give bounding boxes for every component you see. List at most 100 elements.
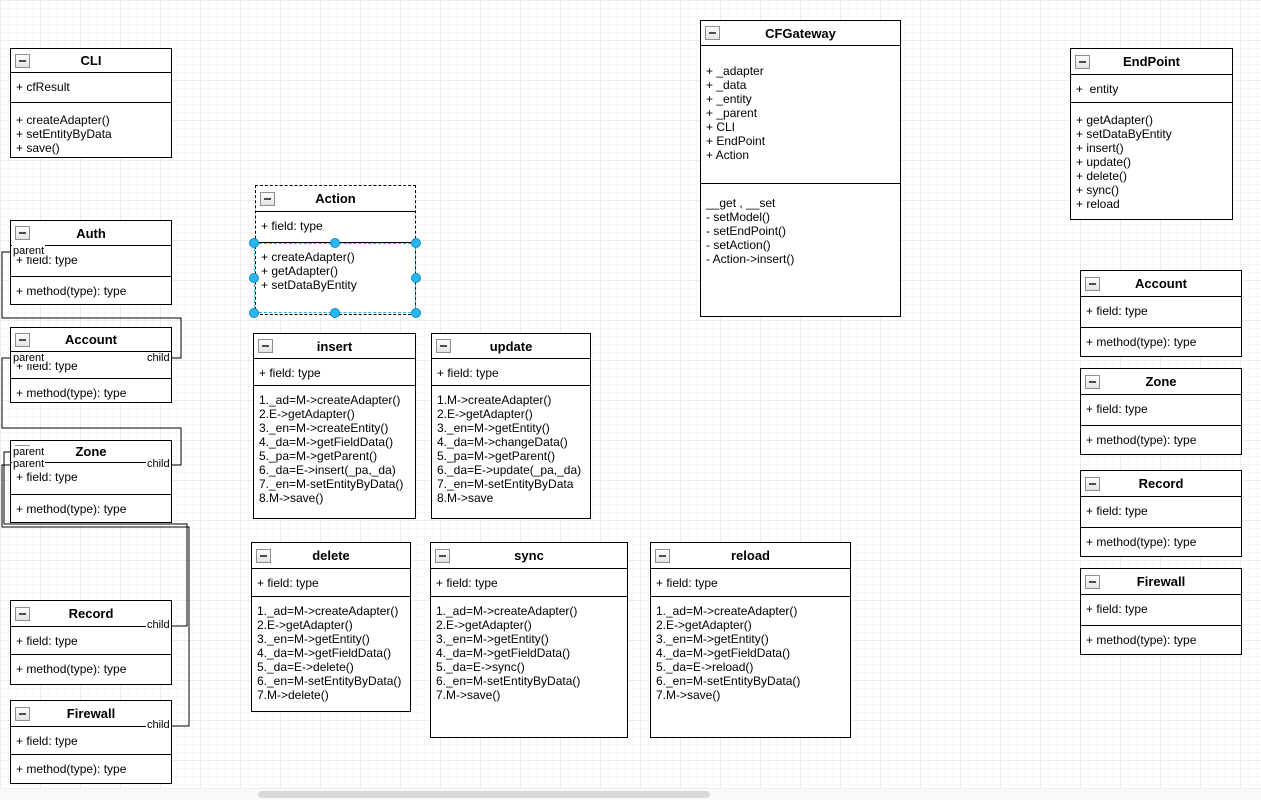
uml-methods-section[interactable]: 1._ad=M->createAdapter()2.E->getAdapter(… [252, 597, 410, 711]
uml-fields-section[interactable]: + field: type [11, 727, 171, 755]
uml-methods-section[interactable]: + createAdapter()+ getAdapter()+ setData… [256, 243, 415, 314]
uml-class-cli[interactable]: CLI+ cfResult+ createAdapter()+ setEntit… [10, 48, 172, 158]
collapse-icon[interactable] [1085, 374, 1100, 389]
collapse-icon[interactable] [655, 548, 670, 563]
uml-fields-section[interactable]: + field: type [432, 359, 590, 386]
uml-fields-section[interactable]: + field: type [1081, 395, 1241, 426]
uml-class-account-right[interactable]: Account+ field: type+ method(type): type [1080, 270, 1242, 357]
uml-class-zone-right[interactable]: Zone+ field: type+ method(type): type [1080, 368, 1242, 455]
edge-label-child[interactable]: child [146, 458, 171, 470]
uml-class-title-bar[interactable]: sync [431, 543, 627, 569]
uml-class-title-bar[interactable]: Account [1081, 271, 1241, 297]
collapse-icon[interactable] [258, 339, 273, 353]
collapse-icon[interactable] [15, 332, 30, 347]
uml-class-title-bar[interactable]: Record [1081, 471, 1241, 497]
uml-class-record-right[interactable]: Record+ field: type+ method(type): type [1080, 470, 1242, 557]
collapse-icon[interactable] [436, 339, 451, 353]
uml-methods-section[interactable]: 1._ad=M->createAdapter()2.E->getAdapter(… [431, 597, 627, 737]
uml-fields-section[interactable]: + entity [1071, 75, 1232, 103]
uml-methods-section[interactable]: + method(type): type [1081, 528, 1241, 556]
uml-class-record-left[interactable]: Record+ field: type+ method(type): type [10, 600, 172, 685]
uml-class-title-bar[interactable]: CLI [11, 49, 171, 73]
uml-class-title-bar[interactable]: Auth [11, 221, 171, 246]
uml-class-action[interactable]: Action+ field: type+ createAdapter()+ ge… [255, 185, 416, 315]
uml-fields-section[interactable]: + field: type [252, 569, 410, 597]
uml-class-title-bar[interactable]: update [432, 334, 590, 359]
selection-handle[interactable] [411, 238, 421, 248]
uml-class-title-bar[interactable]: Firewall [11, 701, 171, 727]
uml-fields-section[interactable]: + field: type [11, 463, 171, 495]
edge-label-parent[interactable]: parent [12, 446, 46, 458]
uml-class-firewall-left[interactable]: Firewall+ field: type+ method(type): typ… [10, 700, 172, 784]
collapse-icon[interactable] [705, 26, 720, 40]
uml-methods-section[interactable]: 1._ad=M->createAdapter()2.E->getAdapter(… [651, 597, 850, 737]
uml-methods-section[interactable]: + method(type): type [11, 655, 171, 684]
uml-methods-section[interactable]: + method(type): type [1081, 626, 1241, 654]
uml-fields-section[interactable]: + field: type [1081, 297, 1241, 328]
collapse-icon[interactable] [1085, 574, 1100, 589]
uml-fields-section[interactable]: + field: type [431, 569, 627, 597]
collapse-icon[interactable] [435, 548, 450, 563]
selection-outline[interactable] [254, 243, 416, 313]
uml-class-title-bar[interactable]: Account [11, 328, 171, 352]
uml-edge[interactable] [1, 251, 182, 359]
uml-class-endpoint[interactable]: EndPoint+ entity+ getAdapter()+ setDataB… [1070, 48, 1233, 220]
horizontal-scrollbar[interactable] [0, 788, 1261, 800]
uml-methods-section[interactable]: + method(type): type [11, 755, 171, 783]
selection-handle[interactable] [330, 238, 340, 248]
selection-handle[interactable] [411, 273, 421, 283]
uml-fields-section[interactable]: + field: type [651, 569, 850, 597]
uml-methods-section[interactable]: __get , __set- setModel()- setEndPoint()… [701, 184, 900, 316]
selection-handle[interactable] [411, 308, 421, 318]
collapse-icon[interactable] [15, 706, 30, 721]
uml-methods-section[interactable]: + getAdapter()+ setDataByEntity+ insert(… [1071, 103, 1232, 219]
uml-class-firewall-right[interactable]: Firewall+ field: type+ method(type): typ… [1080, 568, 1242, 655]
uml-class-title-bar[interactable]: insert [254, 334, 415, 359]
collapse-icon[interactable] [256, 548, 271, 563]
collapse-icon[interactable] [15, 606, 30, 621]
uml-methods-section[interactable]: + method(type): type [11, 495, 171, 522]
uml-fields-section[interactable]: + field: type [1081, 595, 1241, 626]
selection-handle[interactable] [330, 308, 340, 318]
collapse-icon[interactable] [260, 191, 275, 206]
uml-edge[interactable] [1, 464, 190, 727]
uml-class-cfgateway[interactable]: CFGateway+ _adapter+ _data+ _entity+ _pa… [700, 20, 901, 317]
uml-edge[interactable] [3, 451, 188, 627]
collapse-icon[interactable] [1085, 276, 1100, 291]
selection-handle[interactable] [249, 238, 259, 248]
uml-class-title-bar[interactable]: Zone [1081, 369, 1241, 395]
uml-methods-section[interactable]: + createAdapter()+ setEntityByData+ save… [11, 103, 171, 157]
edge-label-child[interactable]: child [146, 719, 171, 731]
uml-fields-section[interactable]: + field: type [1081, 497, 1241, 528]
uml-fields-section[interactable]: + field: type [254, 359, 415, 386]
uml-methods-section[interactable]: + method(type): type [11, 277, 171, 304]
edge-label-child[interactable]: child [146, 619, 171, 631]
collapse-icon[interactable] [1075, 54, 1090, 69]
uml-class-account-left[interactable]: Account+ field: type+ method(type): type [10, 327, 172, 403]
selection-handle[interactable] [249, 273, 259, 283]
uml-edge[interactable] [1, 357, 182, 466]
uml-class-title-bar[interactable]: CFGateway [701, 21, 900, 46]
collapse-icon[interactable] [1085, 476, 1100, 491]
edge-label-child[interactable]: child [146, 352, 171, 364]
uml-class-title-bar[interactable]: reload [651, 543, 850, 569]
edge-label-parent[interactable]: parent [12, 352, 46, 364]
uml-methods-section[interactable]: + method(type): type [1081, 426, 1241, 454]
uml-methods-section[interactable]: + method(type): type [11, 379, 171, 402]
collapse-icon[interactable] [15, 53, 30, 68]
uml-class-title-bar[interactable]: Record [11, 601, 171, 627]
edge-label-parent[interactable]: parent [12, 458, 46, 470]
uml-methods-section[interactable]: + method(type): type [1081, 328, 1241, 356]
uml-methods-section[interactable]: 1.M->createAdapter()2.E->getAdapter()3._… [432, 386, 590, 518]
selection-handle[interactable] [249, 308, 259, 318]
uml-methods-section[interactable]: 1._ad=M->createAdapter()2.E->getAdapter(… [254, 386, 415, 518]
edge-label-parent[interactable]: parent [12, 245, 46, 257]
horizontal-scrollbar-thumb[interactable] [258, 791, 710, 798]
uml-fields-section[interactable]: + _adapter+ _data+ _entity+ _parent+ CLI… [701, 46, 900, 184]
